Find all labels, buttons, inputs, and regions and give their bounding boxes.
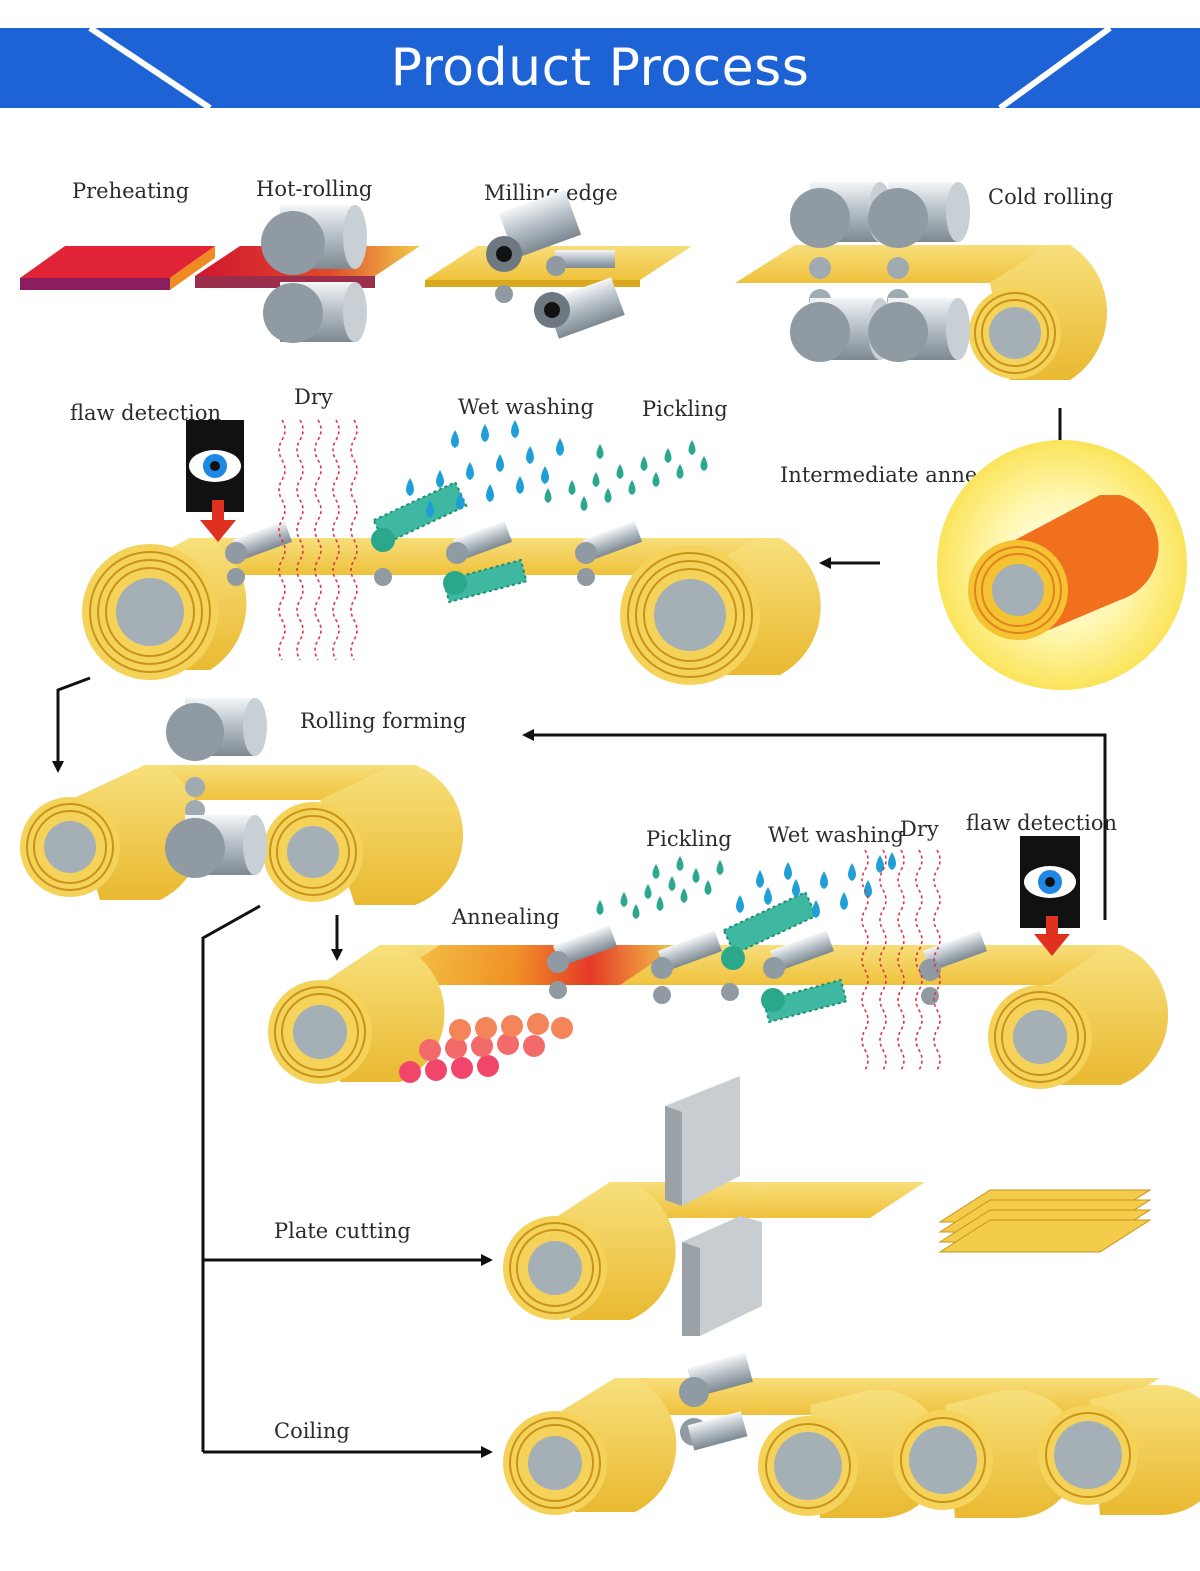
washing-brush-1 <box>371 480 528 604</box>
arrow-to-rolling-forming <box>52 676 91 773</box>
label-wet-washing-2: Wet washing <box>768 823 904 847</box>
label-dry-1: Dry <box>294 385 333 409</box>
label-annealing: Annealing <box>451 905 560 929</box>
preheating-slab <box>20 246 215 290</box>
label-flaw-detection-2: flaw detection <box>966 811 1117 835</box>
acid-drops-1 <box>544 440 708 511</box>
label-coiling: Coiling <box>274 1419 350 1443</box>
page-title: Product Process <box>390 38 810 98</box>
eye-icon <box>186 420 244 542</box>
eye-icon <box>1020 836 1080 956</box>
label-rolling-forming: Rolling forming <box>300 709 466 733</box>
label-hot-rolling: Hot-rolling <box>256 177 372 201</box>
pickling-line-1 <box>82 521 821 685</box>
arrow-return-to-rolling <box>522 729 1107 920</box>
annealing-heat-balls <box>399 1013 573 1083</box>
water-drops-2 <box>736 852 896 918</box>
milling-edge-unit <box>425 189 692 339</box>
rolling-forming-unit <box>20 698 464 905</box>
label-wet-washing-1: Wet washing <box>458 395 594 419</box>
cold-rolling-unit <box>735 182 1108 380</box>
label-plate-cutting: Plate cutting <box>274 1219 411 1243</box>
water-drops-1 <box>406 420 564 518</box>
label-preheating: Preheating <box>72 179 189 203</box>
label-pickling-1: Pickling <box>642 397 728 421</box>
coiling-unit <box>503 1352 1200 1518</box>
hot-rolling-unit <box>195 205 420 343</box>
dry-heat-waves-2 <box>861 849 941 1071</box>
plate-cutting-unit <box>503 1076 1152 1336</box>
branch-trunk <box>201 904 261 1452</box>
intermediate-annealing-coil <box>937 440 1187 690</box>
header-banner <box>0 25 1200 111</box>
label-pickling-2: Pickling <box>646 827 732 851</box>
acid-drops-2 <box>596 856 724 919</box>
dry-heat-waves-1 <box>278 419 358 661</box>
label-dry-2: Dry <box>900 817 939 841</box>
banner-shape <box>0 25 1200 111</box>
label-cold-rolling: Cold rolling <box>988 185 1113 209</box>
washing-brush-2 <box>721 890 848 1024</box>
